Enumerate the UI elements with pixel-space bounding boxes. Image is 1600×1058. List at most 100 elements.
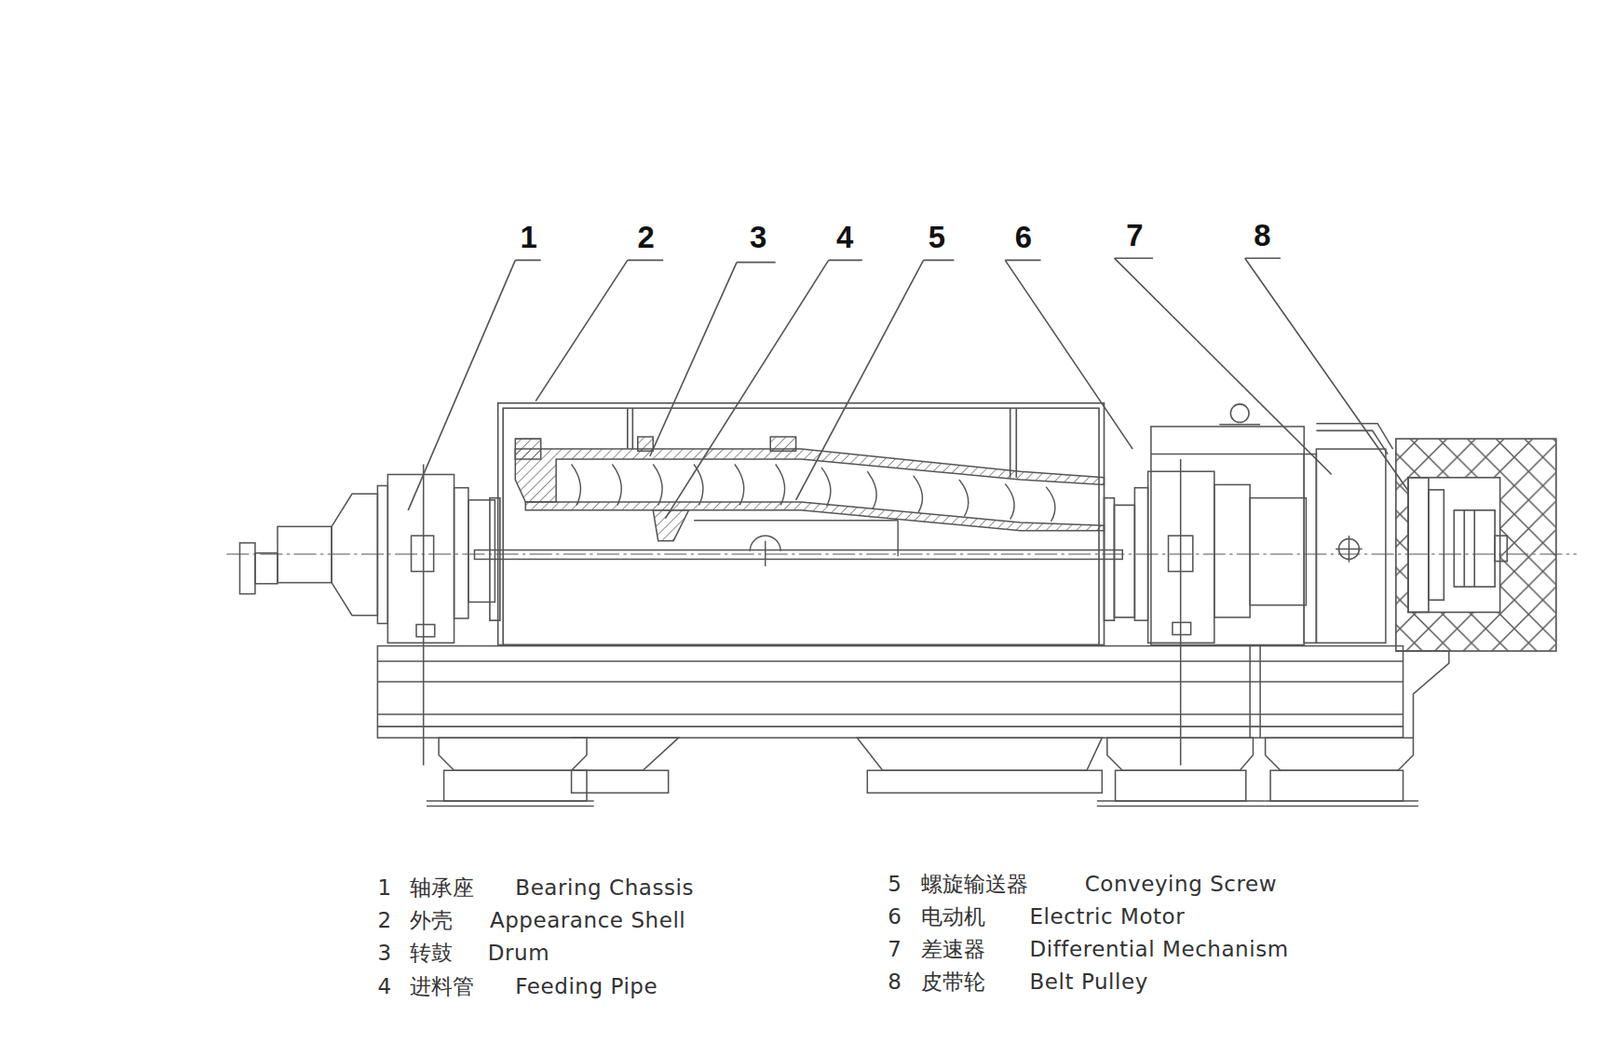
- mounting-feet: [426, 737, 1419, 806]
- left-bearing-part: [239, 542, 255, 595]
- motor-and-drive-part: [1230, 404, 1249, 423]
- legend-number: 5: [887, 871, 902, 898]
- outer-shell-part: [631, 407, 634, 449]
- outer-shell-part: [1015, 407, 1017, 478]
- callout-number: 6: [1015, 219, 1032, 257]
- drum-part: [652, 510, 689, 542]
- mounting-feet-part: [1270, 770, 1403, 801]
- mounting-feet-part: [1265, 805, 1419, 808]
- legend-english-name: Bearing Chassis: [515, 876, 694, 903]
- motor-and-drive-part: [1179, 459, 1182, 766]
- outer-shell-part: [1009, 407, 1012, 478]
- legend-chinese-name: 进料管: [409, 974, 475, 1001]
- belt-guard: [1396, 438, 1557, 651]
- conveying-screw-part: [1045, 487, 1056, 522]
- legend-english-name: Differential Mechanism: [1030, 936, 1289, 963]
- legend-chinese-name: 皮带轮: [921, 969, 986, 996]
- callout-number: 3: [749, 219, 767, 257]
- conveying-screw-part: [821, 467, 831, 507]
- legend-chinese-name: 轴承座: [409, 876, 475, 903]
- conveying-screw-part: [611, 464, 622, 506]
- drum-part: [525, 501, 1104, 531]
- conveying-screw-part: [734, 464, 745, 506]
- belt-guard-part: [1396, 438, 1557, 651]
- legend-english-name: Feeding Pipe: [515, 974, 658, 1001]
- belt-guard-part: [1494, 535, 1507, 561]
- drum-part: [637, 436, 653, 451]
- drum-part: [515, 448, 1104, 502]
- mounting-feet-part: [1265, 800, 1419, 802]
- leader-lines-part: [1245, 257, 1419, 505]
- motor-and-drive-part: [1214, 484, 1250, 617]
- callout-number: 8: [1253, 216, 1271, 254]
- motor-and-drive-part: [1249, 498, 1306, 606]
- legend-chinese-name: 外壳: [409, 908, 453, 936]
- leader-lines-part: [664, 259, 862, 518]
- legend-chinese-name: 差速器: [921, 936, 986, 963]
- mounting-feet-part: [1097, 800, 1266, 802]
- legend-english-name: Appearance Shell: [489, 908, 686, 936]
- legend-number: 2: [377, 908, 392, 936]
- mounting-feet-part: [867, 770, 1102, 793]
- leader-lines-part: [535, 259, 664, 401]
- left-bearing-part: [416, 624, 435, 638]
- legend-chinese-name: 转鼓: [409, 941, 453, 968]
- mounting-feet-part: [1097, 805, 1266, 808]
- motor-and-drive-part: [1151, 426, 1304, 645]
- belt-guard-part: [1408, 477, 1429, 613]
- conveying-screw-part: [652, 464, 663, 506]
- left-bearing-part: [387, 474, 454, 643]
- belt-guard-part: [1473, 510, 1476, 587]
- belt-guard-part: [1453, 510, 1495, 587]
- conveying-screw-part: [1004, 483, 1015, 519]
- motor-and-drive-part: [1315, 448, 1386, 643]
- legend-number: 7: [887, 936, 902, 963]
- left-bearing-part: [422, 464, 425, 766]
- legend-number: 8: [887, 969, 902, 996]
- conveying-screw-part: [764, 541, 766, 567]
- legend-chinese-name: 螺旋输送器: [921, 871, 1029, 898]
- outer-shell-part: [626, 407, 629, 449]
- base-frame-part: [1248, 646, 1251, 739]
- motor-and-drive: [1134, 404, 1393, 766]
- base-frame: [377, 646, 1449, 739]
- callout-number: 2: [637, 219, 654, 257]
- leader-lines-part: [1113, 257, 1331, 475]
- legend-chinese-name: 电动机: [921, 904, 986, 931]
- conveying-screw: [571, 464, 1056, 568]
- callout-number: 7: [1125, 216, 1143, 254]
- drum-part: [770, 436, 796, 451]
- conveying-screw-part: [867, 471, 877, 510]
- drum: [515, 436, 1104, 542]
- drum-part: [515, 438, 541, 460]
- legend-number: 4: [377, 974, 392, 1001]
- conveying-screw-part: [959, 479, 969, 516]
- callout-number: 5: [928, 219, 946, 257]
- motor-and-drive-part: [1335, 548, 1362, 551]
- conveying-screw-part: [693, 519, 898, 521]
- mounting-feet-part: [426, 800, 595, 802]
- base-frame-part: [377, 646, 1403, 739]
- belt-guard-part: [1428, 489, 1444, 600]
- mounting-feet-part: [856, 737, 1102, 771]
- belt-guard-part: [1463, 510, 1465, 587]
- mounting-feet-part: [444, 770, 587, 801]
- outer-shell-part: [1113, 504, 1135, 618]
- conveying-screw-part: [896, 520, 898, 556]
- motor-and-drive-part: [1219, 423, 1261, 426]
- left-bearing: [239, 464, 495, 766]
- base-frame-part: [1259, 646, 1262, 739]
- leader-lines: [407, 257, 1419, 518]
- legend-english-name: Drum: [488, 941, 550, 968]
- conveying-screw-part: [913, 475, 923, 513]
- leader-lines-part: [1004, 259, 1133, 449]
- motor-and-drive-part: [1315, 423, 1393, 455]
- left-bearing-part: [411, 535, 434, 571]
- mounting-feet-part: [438, 737, 587, 771]
- leader-lines-part: [650, 262, 776, 457]
- mounting-feet-part: [571, 737, 679, 771]
- conveying-screw-part: [775, 464, 786, 506]
